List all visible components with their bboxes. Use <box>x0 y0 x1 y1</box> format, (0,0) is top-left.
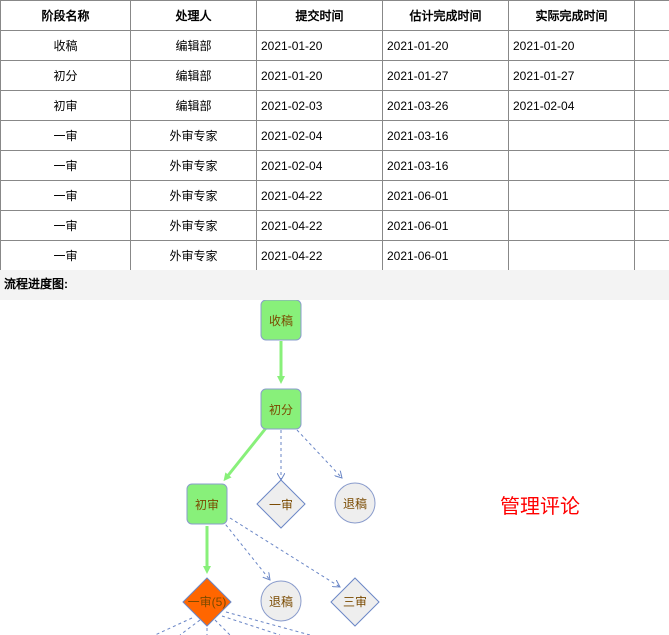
table-cell: 2021-01-27 <box>508 60 635 91</box>
table-cell <box>634 60 669 91</box>
node-tuigao-2[interactable]: 退稿 <box>260 580 302 622</box>
table-cell: 一审 <box>0 240 131 271</box>
table-cell: 2021-06-01 <box>382 240 509 271</box>
table-cell <box>508 180 635 211</box>
col-submit: 提交时间 <box>256 0 383 31</box>
table-cell: 2021-03-16 <box>382 120 509 151</box>
table-cell <box>634 210 669 241</box>
table-cell <box>634 90 669 121</box>
table-cell: 2021-06-01 <box>382 180 509 211</box>
edge <box>154 617 193 635</box>
table-cell: 初审 <box>0 90 131 121</box>
flow-diagram: 收稿 初分 初审 一审 退稿 一审(5) 退稿 三审 <box>154 300 380 635</box>
table-cell: 2021-01-20 <box>256 30 383 61</box>
table-cell: 一审 <box>0 150 131 181</box>
col-stage: 阶段名称 <box>0 0 131 31</box>
svg-text:一审(5): 一审(5) <box>188 594 227 609</box>
table-cell: 编辑部 <box>130 90 257 121</box>
edge <box>214 619 231 635</box>
table-cell: 外审专家 <box>130 120 257 151</box>
table-cell <box>508 240 635 271</box>
table-cell: 外审专家 <box>130 150 257 181</box>
table-cell <box>634 150 669 181</box>
svg-text:三审: 三审 <box>343 594 367 609</box>
svg-text:初审: 初审 <box>195 497 219 512</box>
edge <box>229 517 340 587</box>
edge <box>296 429 342 478</box>
table-cell: 外审专家 <box>130 210 257 241</box>
edge <box>225 611 311 635</box>
table-cell: 2021-02-03 <box>256 90 383 121</box>
table-cell: 2021-01-27 <box>382 60 509 91</box>
col-extra <box>634 0 669 31</box>
table-cell: 2021-01-20 <box>382 30 509 61</box>
table-cell: 一审 <box>0 210 131 241</box>
table-cell <box>634 30 669 61</box>
table-cell: 2021-01-20 <box>256 60 383 91</box>
svg-text:退稿: 退稿 <box>343 496 367 511</box>
col-handler: 处理人 <box>130 0 257 31</box>
table-cell <box>634 240 669 271</box>
table-cell <box>508 210 635 241</box>
table-cell: 编辑部 <box>130 60 257 91</box>
table-cell: 2021-02-04 <box>256 150 383 181</box>
table-cell: 2021-02-04 <box>508 90 635 121</box>
svg-text:收稿: 收稿 <box>269 313 293 328</box>
table-cell: 一审 <box>0 120 131 151</box>
table-cell: 2021-01-20 <box>508 30 635 61</box>
edge <box>221 519 270 580</box>
node-yishen-current[interactable]: 一审(5) <box>182 577 232 627</box>
edge <box>179 619 201 635</box>
edge <box>221 615 281 635</box>
edge <box>223 427 268 482</box>
table-cell <box>634 180 669 211</box>
svg-text:初分: 初分 <box>269 403 293 417</box>
col-actual: 实际完成时间 <box>508 0 635 31</box>
table-cell: 2021-06-01 <box>382 210 509 241</box>
svg-text:一审: 一审 <box>269 497 293 512</box>
table-cell: 2021-04-22 <box>256 180 383 211</box>
table-cell: 外审专家 <box>130 180 257 211</box>
table-cell: 初分 <box>0 60 131 91</box>
table-cell: 2021-04-22 <box>256 240 383 271</box>
journal-name: 管理评论 <box>500 496 580 518</box>
node-sanshen[interactable]: 三审 <box>330 577 380 627</box>
node-shougao[interactable]: 收稿 <box>260 300 302 341</box>
table-cell <box>634 120 669 151</box>
table-cell: 2021-03-16 <box>382 150 509 181</box>
node-chushen[interactable]: 初审 <box>186 483 228 525</box>
svg-text:退稿: 退稿 <box>269 594 293 609</box>
flow-label: 流程进度图: <box>0 270 669 300</box>
table-cell <box>508 150 635 181</box>
table-cell: 编辑部 <box>130 30 257 61</box>
table-cell: 2021-03-26 <box>382 90 509 121</box>
table-cell: 2021-04-22 <box>256 210 383 241</box>
table-cell: 一审 <box>0 180 131 211</box>
node-yishen[interactable]: 一审 <box>256 479 306 529</box>
table-header: 阶段名称 处理人 提交时间 估计完成时间 实际完成时间 <box>0 0 669 31</box>
col-estimate: 估计完成时间 <box>382 0 509 31</box>
node-chufen[interactable]: 初分 <box>260 388 302 430</box>
table-cell <box>508 120 635 151</box>
table-cell: 收稿 <box>0 30 131 61</box>
table-cell: 外审专家 <box>130 240 257 271</box>
node-tuigao[interactable]: 退稿 <box>334 482 376 524</box>
table-cell: 2021-02-04 <box>256 120 383 151</box>
